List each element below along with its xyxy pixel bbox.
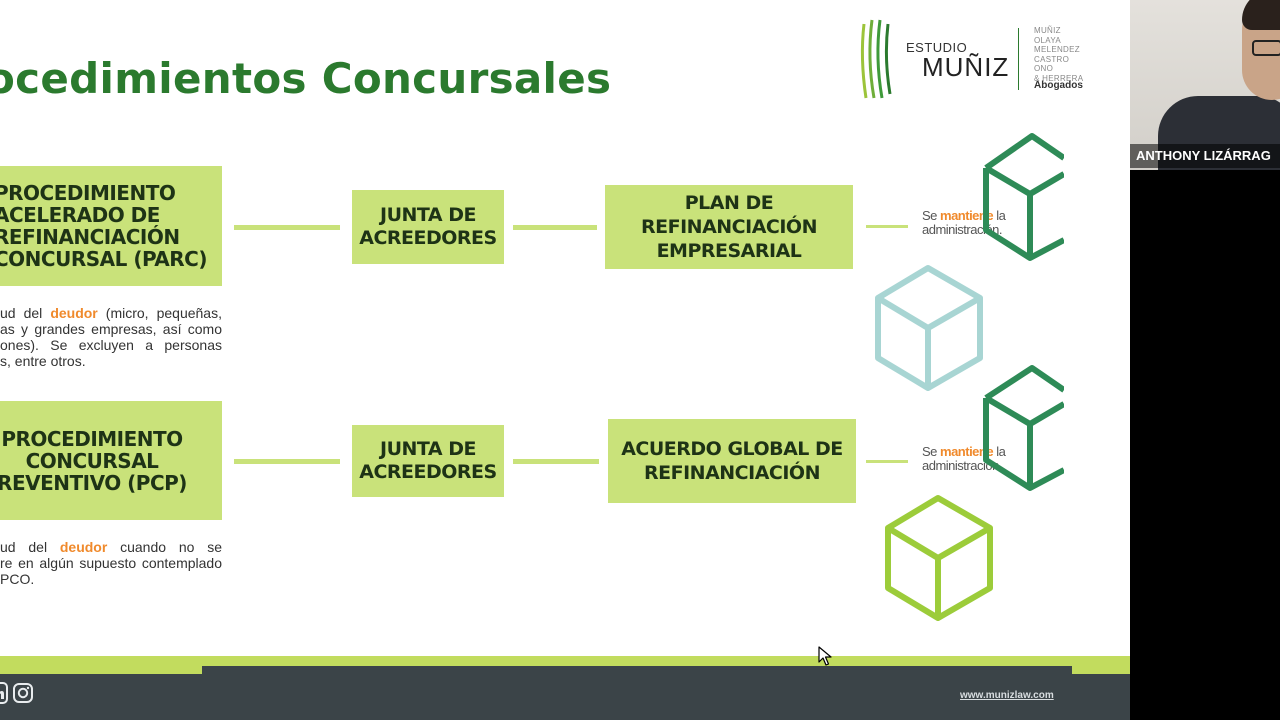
- logo-partner: MUÑIZ: [1034, 26, 1061, 35]
- connector-line: [866, 460, 908, 463]
- junta-line: ACREEDORES: [359, 227, 497, 249]
- note-highlight: mantiene: [940, 208, 994, 223]
- pcp-line: CONCURSAL: [25, 448, 159, 473]
- pcp-line: PROCEDIMIENTO: [1, 426, 183, 451]
- desc-text: as y grandes empresas, así como: [0, 321, 222, 337]
- cube-icon: [875, 265, 983, 391]
- linkedin-icon[interactable]: [0, 682, 8, 704]
- parc-line: REFINANCIACIÓN: [0, 225, 180, 249]
- logo-partners: MUÑIZ OLAYA MELENDEZ CASTRO ONO & HERRER…: [1034, 26, 1104, 84]
- logo-partner: CASTRO: [1034, 54, 1070, 64]
- parc-procedure-box: PROCEDIMIENTO ACELERADO DE REFINANCIACIÓ…: [0, 166, 222, 286]
- desc-text: ud del: [0, 305, 51, 321]
- plan-refinanciacion-box: PLAN DE REFINANCIACIÓN EMPRESARIAL: [605, 185, 853, 269]
- note-text: administración.: [922, 222, 1002, 237]
- desc-text: cuando no se: [107, 539, 222, 555]
- desc-text: s, entre otros.: [0, 353, 86, 369]
- plan-line: EMPRESARIAL: [656, 240, 802, 262]
- desc-highlight: deudor: [59, 539, 108, 555]
- mouse-cursor-icon: [818, 646, 832, 666]
- logo-estudio-text: ESTUDIO: [906, 40, 968, 55]
- estudio-muniz-logo: ESTUDIO MUÑIZ MUÑIZ OLAYA MELENDEZ CASTR…: [858, 18, 1098, 102]
- connector-line: [866, 225, 908, 228]
- note-text: administración.: [922, 458, 1002, 473]
- instagram-icon[interactable]: [12, 682, 34, 704]
- desc-text: ones). Se excluyen a personas: [0, 337, 222, 353]
- parc-line: ACELERADO DE: [0, 203, 160, 227]
- note-text: Se: [922, 444, 941, 459]
- row2-description: ud del deudor cuando no se re en algún s…: [0, 539, 222, 587]
- participant-video-tile[interactable]: ANTHONY LIZÁRRAG: [1130, 0, 1280, 170]
- connector-line: [513, 225, 597, 230]
- junta-acreedores-box-1: JUNTA DE ACREEDORES: [352, 190, 504, 264]
- junta-line: JUNTA DE: [380, 438, 476, 460]
- row2-note: Se mantiene la administración.: [922, 444, 1006, 473]
- video-panel-empty: [1130, 170, 1280, 720]
- slide-title: ocedimientos Concursales: [0, 54, 612, 103]
- plan-line: PLAN DE: [684, 192, 774, 214]
- participant-name: ANTHONY LIZÁRRAG: [1130, 144, 1280, 168]
- note-text: Se: [922, 208, 941, 223]
- connector-line: [513, 459, 599, 464]
- note-text: la: [993, 444, 1006, 459]
- pcp-procedure-box: PROCEDIMIENTO CONCURSAL REVENTIVO (PCP): [0, 401, 222, 520]
- note-text: la: [993, 208, 1006, 223]
- parc-line: PROCEDIMIENTO: [0, 181, 176, 205]
- plan-line: REFINANCIACIÓN: [641, 216, 817, 238]
- desc-text: re en algún supuesto contemplado: [0, 555, 222, 571]
- cube-icon: [885, 495, 993, 621]
- participant-hair: [1242, 0, 1280, 30]
- junta-line: JUNTA DE: [380, 204, 476, 226]
- logo-name-text: MUÑIZ: [922, 52, 1010, 82]
- desc-highlight: deudor: [50, 305, 98, 321]
- logo-divider: [1018, 28, 1019, 90]
- acuerdo-line: REFINANCIACIÓN: [644, 462, 820, 484]
- pcp-line: REVENTIVO (PCP): [0, 470, 187, 495]
- connector-line: [234, 459, 340, 464]
- connector-line: [234, 225, 340, 230]
- cube-icon: [983, 133, 1064, 261]
- acuerdo-global-box: ACUERDO GLOBAL DE REFINANCIACIÓN: [608, 419, 856, 503]
- row1-note: Se mantiene la administración.: [922, 208, 1006, 237]
- cube-icon: [983, 365, 1064, 491]
- row1-description: ud del deudor (micro, pequeñas, as y gra…: [0, 305, 222, 369]
- presentation-slide: ocedimientos Concursales ESTUDIO MUÑIZ M…: [0, 0, 1130, 720]
- junta-acreedores-box-2: JUNTA DE ACREEDORES: [352, 425, 504, 497]
- logo-partner: & HERRERA: [1034, 73, 1084, 83]
- parc-line: CONCURSAL (PARC): [0, 247, 208, 271]
- footer-tab: [202, 666, 1072, 674]
- logo-abogados-text: Abogados: [1034, 80, 1083, 91]
- desc-text: ud del: [0, 539, 60, 555]
- slide-footer: [0, 674, 1130, 720]
- website-link[interactable]: www.munizlaw.com: [960, 690, 1054, 701]
- desc-text: (micro, pequeñas,: [97, 305, 222, 321]
- note-highlight: mantiene: [940, 444, 994, 459]
- junta-line: ACREEDORES: [359, 461, 497, 483]
- logo-partner: OLAYA: [1034, 35, 1061, 45]
- logo-partner: MELENDEZ: [1034, 45, 1080, 55]
- participant-glasses: [1252, 40, 1280, 56]
- desc-text: PCO.: [0, 571, 35, 587]
- logo-partner: ONO: [1034, 64, 1054, 74]
- acuerdo-line: ACUERDO GLOBAL DE: [621, 438, 843, 460]
- logo-mark-icon: [860, 19, 892, 99]
